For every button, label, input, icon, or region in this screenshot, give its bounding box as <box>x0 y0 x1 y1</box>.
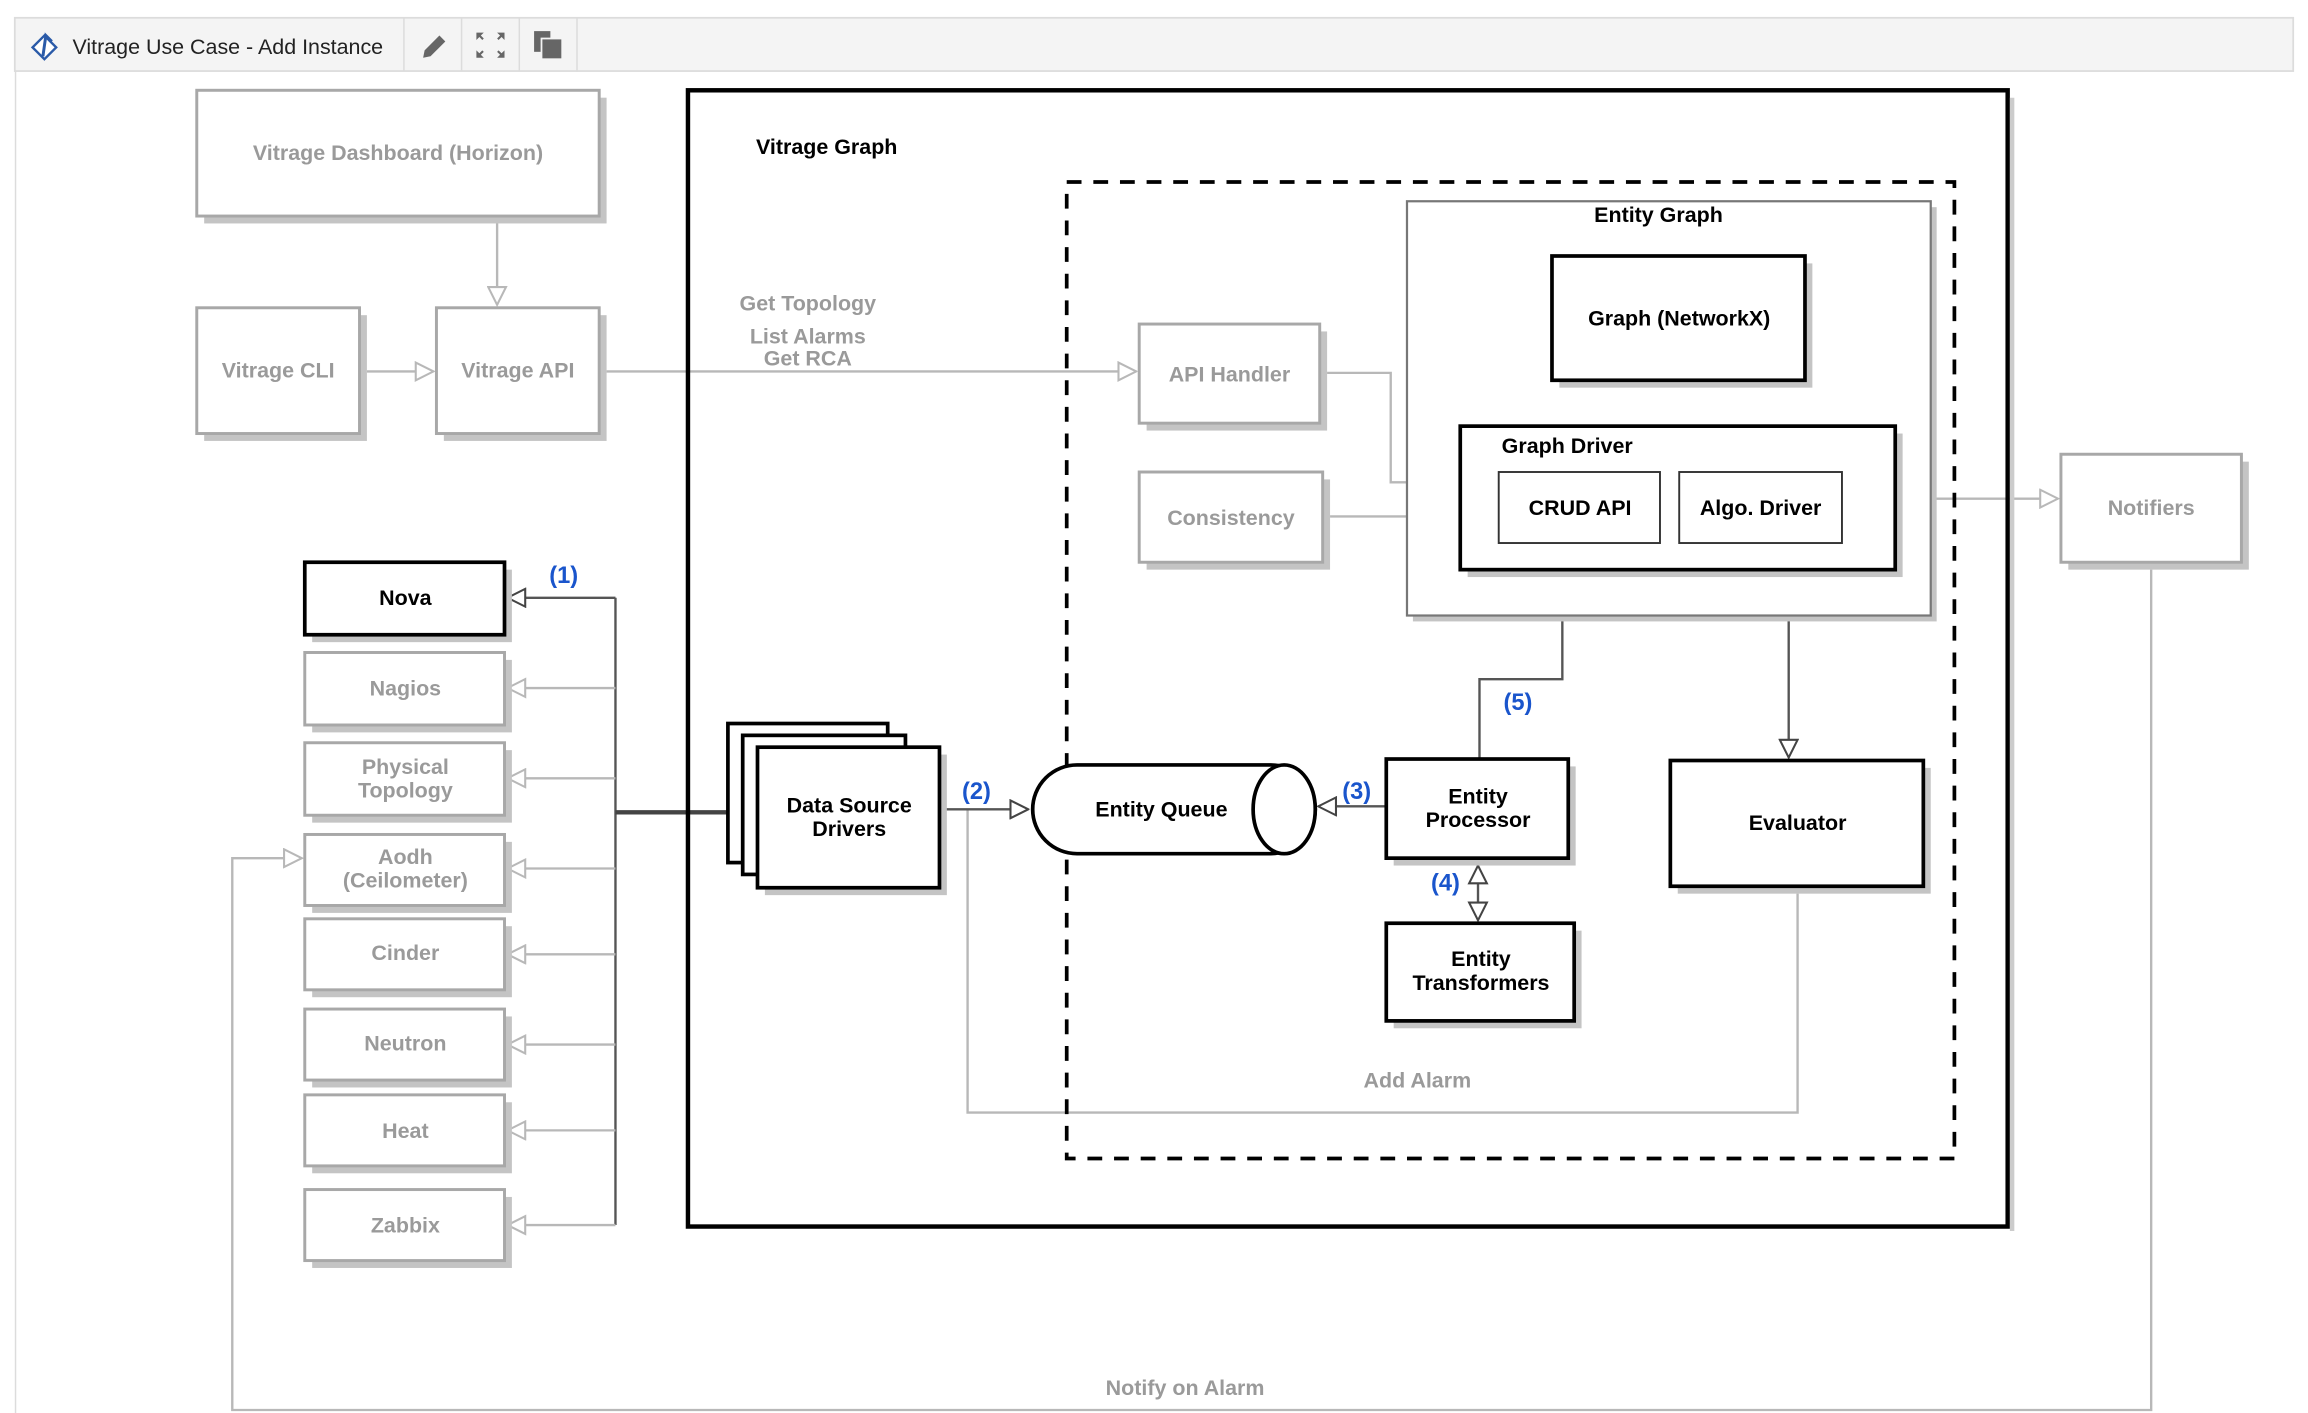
crud-api-box: CRUD API <box>1497 471 1661 544</box>
source-nagios-box: Nagios <box>303 651 512 733</box>
api-call-list-alarms: List Alarms <box>750 324 866 348</box>
entity-transformers-box: Entity Transformers <box>1384 921 1582 1029</box>
graph-networkx-box: Graph (NetworkX) <box>1550 254 1813 388</box>
svg-text:Processor: Processor <box>1426 808 1532 832</box>
add-alarm-label: Add Alarm <box>1364 1068 1472 1092</box>
svg-text:Physical: Physical <box>362 755 449 779</box>
vitrage-logo-icon <box>30 32 58 61</box>
api-handler-box: API Handler <box>1137 322 1328 431</box>
svg-text:Entity: Entity <box>1448 784 1508 808</box>
svg-text:Neutron: Neutron <box>364 1031 446 1055</box>
source-physical-topology-box: Physical Topology <box>303 741 512 823</box>
notify-on-alarm-label: Notify on Alarm <box>1106 1376 1265 1400</box>
step-3-label: (3) <box>1342 779 1371 805</box>
svg-text:Cinder: Cinder <box>371 941 440 965</box>
svg-text:Nova: Nova <box>379 586 432 610</box>
source-zabbix-box: Zabbix <box>303 1188 512 1268</box>
toolbar: Vitrage Use Case - Add Instance <box>13 16 2295 72</box>
svg-text:Vitrage Dashboard (Horizon): Vitrage Dashboard (Horizon) <box>253 141 543 165</box>
source-nova-box: Nova <box>302 560 512 643</box>
svg-text:Data Source: Data Source <box>787 793 912 817</box>
svg-text:Transformers: Transformers <box>1412 971 1549 995</box>
step-5-label: (5) <box>1503 690 1532 716</box>
source-cinder-box: Cinder <box>303 917 512 998</box>
svg-text:Topology: Topology <box>358 778 453 802</box>
svg-text:Heat: Heat <box>382 1119 428 1143</box>
svg-text:Graph Driver: Graph Driver <box>1502 434 1634 458</box>
expand-icon[interactable] <box>476 32 505 58</box>
vitrage-api-box: Vitrage API <box>434 306 607 441</box>
algo-driver-box: Algo. Driver <box>1678 471 1843 544</box>
svg-text:(Ceilometer): (Ceilometer) <box>343 869 468 893</box>
diagram-title: Vitrage Use Case - Add Instance <box>72 35 383 59</box>
source-neutron-box: Neutron <box>303 1007 512 1088</box>
svg-text:API Handler: API Handler <box>1169 363 1291 387</box>
entity-processor-box: Entity Processor <box>1384 757 1576 866</box>
svg-text:Evaluator: Evaluator <box>1749 811 1847 835</box>
vitrage-graph-container <box>685 88 2010 1229</box>
svg-text:Notifiers: Notifiers <box>2108 496 2195 520</box>
vitrage-dashboard-box: Vitrage Dashboard (Horizon) <box>195 88 607 224</box>
vitrage-cli-box: Vitrage CLI <box>195 306 367 441</box>
source-aodh-box: Aodh (Ceilometer) <box>303 832 512 913</box>
svg-text:Zabbix: Zabbix <box>371 1213 440 1237</box>
svg-text:Algo. Driver: Algo. Driver <box>1700 496 1822 520</box>
svg-text:Entity Queue: Entity Queue <box>1095 798 1227 822</box>
data-source-drivers-stack: Data Source Drivers <box>726 721 947 896</box>
svg-text:Drivers: Drivers <box>812 817 886 841</box>
notifiers-box: Notifiers <box>2059 452 2249 570</box>
copy-icon[interactable] <box>534 31 564 61</box>
svg-text:Vitrage API: Vitrage API <box>461 358 574 382</box>
step-4-label: (4) <box>1431 871 1460 897</box>
svg-text:Vitrage CLI: Vitrage CLI <box>222 358 335 382</box>
svg-text:CRUD API: CRUD API <box>1529 496 1632 520</box>
evaluator-box: Evaluator <box>1668 758 1931 894</box>
api-call-get-rca: Get RCA <box>764 346 852 370</box>
consistency-box: Consistency <box>1137 470 1331 570</box>
api-call-get-topology: Get Topology <box>740 292 877 316</box>
vitrage-graph-label: Vitrage Graph <box>756 135 897 159</box>
step-1-label: (1) <box>549 563 578 589</box>
source-heat-box: Heat <box>303 1093 512 1174</box>
svg-text:Graph (NetworkX): Graph (NetworkX) <box>1588 307 1770 331</box>
svg-text:Nagios: Nagios <box>370 676 442 700</box>
entity-queue-cylinder: Entity Queue <box>1030 763 1318 856</box>
svg-text:Entity Graph: Entity Graph <box>1594 203 1723 227</box>
svg-text:Consistency: Consistency <box>1167 506 1295 530</box>
pencil-icon[interactable] <box>423 35 446 58</box>
step-2-label: (2) <box>962 779 991 805</box>
svg-text:Entity: Entity <box>1451 947 1511 971</box>
svg-text:Aodh: Aodh <box>378 845 433 869</box>
